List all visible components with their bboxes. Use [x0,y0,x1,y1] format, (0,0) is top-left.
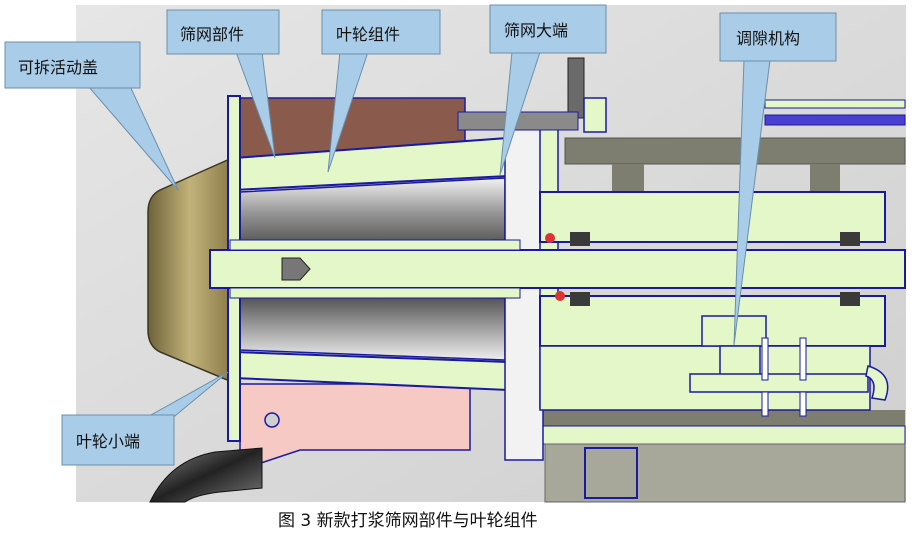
bearing-housing [539,191,886,411]
svg-text:筛网大端: 筛网大端 [504,21,568,40]
callout-gap-adjust-mechanism: 调隙机构 [719,12,837,62]
figure-caption: 图 3 新款打浆筛网部件与叶轮组件 [278,511,538,531]
callout-screen-large-end: 筛网大端 [489,4,607,54]
callout-impeller-assembly: 叶轮组件 [321,9,441,55]
svg-text:叶轮小端: 叶轮小端 [76,432,140,451]
svg-text:叶轮组件: 叶轮组件 [336,25,400,44]
svg-text:可拆活动盖: 可拆活动盖 [18,58,98,77]
main-shaft [209,249,906,289]
impeller-drum-lower [239,295,506,361]
callout-removable-cover: 可拆活动盖 [4,41,141,89]
callout-impeller-small-end: 叶轮小端 [61,414,175,466]
removable-cover-shape [147,156,233,384]
callout-screen-assembly: 筛网部件 [166,9,280,55]
outlet-pipe [149,447,263,503]
drain-plug [264,412,280,428]
svg-text:调隙机构: 调隙机构 [736,29,800,48]
shaft-nose [281,257,311,281]
svg-text:筛网部件: 筛网部件 [180,25,244,44]
